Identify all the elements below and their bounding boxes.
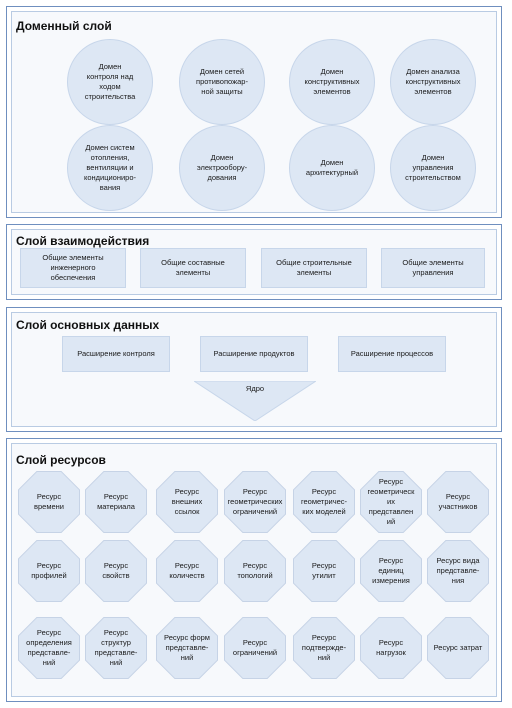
resource-label: Ресурс геометрическ их представлен ий [361,472,421,532]
resource-label: Ресурс геометрических ограничений [225,472,285,532]
resource-node: Ресурс определения представле- ний [18,617,80,679]
extension-node: Расширение продуктов [200,336,308,372]
core-kernel: Ядро [194,381,316,421]
resource-label: Ресурс профилей [19,541,79,601]
resource-node: Ресурс профилей [18,540,80,602]
resource-node: Ресурс структур представле- ний [85,617,147,679]
resource-node: Ресурс участников [427,471,489,533]
resource-node: Ресурс топологий [224,540,286,602]
resource-label: Ресурс затрат [428,618,488,678]
resource-layer: Слой ресурсов Ресурс времени Ресурс мате… [6,438,502,702]
domain-node: Домен сетей противопожар- ной защиты [179,39,265,125]
resource-label: Ресурс нагрузок [361,618,421,678]
domain-layer-title: Доменный слой [16,19,112,33]
resource-node: Ресурс геометричес- ких моделей [293,471,355,533]
resource-node: Ресурс утилит [293,540,355,602]
extension-node: Расширение процессов [338,336,446,372]
core-data-layer-title: Слой основных данных [16,318,160,332]
resource-label: Ресурс геометричес- ких моделей [294,472,354,532]
resource-node: Ресурс материала [85,471,147,533]
core-arrow-shape [194,381,316,421]
resource-label: Ресурс топологий [225,541,285,601]
resource-label: Ресурс утилит [294,541,354,601]
resource-layer-title: Слой ресурсов [16,453,106,467]
domain-node: Домен управления строительством [390,125,476,211]
interaction-layer: Слой взаимодействия Общие элементы инжен… [6,224,502,300]
resource-node: Ресурс геометрическ их представлен ий [360,471,422,533]
resource-label: Ресурс ограничений [225,618,285,678]
resource-label: Ресурс количеств [157,541,217,601]
interaction-node: Общие элементы управления [381,248,485,288]
resource-label: Ресурс участников [428,472,488,532]
interaction-node: Общие составные элементы [140,248,246,288]
resource-node: Ресурс подтвержде- ний [293,617,355,679]
extension-node: Расширение контроля [62,336,170,372]
resource-node: Ресурс нагрузок [360,617,422,679]
domain-node: Домен анализа конструктивных элементов [390,39,476,125]
resource-label: Ресурс внешних ссылок [157,472,217,532]
resource-node: Ресурс форм представле- ний [156,617,218,679]
domain-node: Домен контроля над ходом строительства [67,39,153,125]
domain-node: Домен архитектурный [289,125,375,211]
resource-label: Ресурс единиц измерения [361,541,421,601]
resource-label: Ресурс структур представле- ний [86,618,146,678]
resource-node: Ресурс ограничений [224,617,286,679]
resource-node: Ресурс единиц измерения [360,540,422,602]
resource-label: Ресурс подтвержде- ний [294,618,354,678]
resource-node: Ресурс затрат [427,617,489,679]
interaction-node: Общие элементы инженерного обеспечения [20,248,126,288]
resource-label: Ресурс материала [86,472,146,532]
domain-node: Домен конструктивных элементов [289,39,375,125]
resource-node: Ресурс времени [18,471,80,533]
core-label: Ядро [245,384,265,393]
resource-node: Ресурс геометрических ограничений [224,471,286,533]
resource-label: Ресурс форм представле- ний [157,618,217,678]
resource-node: Ресурс внешних ссылок [156,471,218,533]
resource-label: Ресурс определения представле- ний [19,618,79,678]
domain-node: Домен систем отопления, вентиляции и кон… [67,125,153,211]
domain-layer: Доменный слой Домен контроля над ходом с… [6,6,502,218]
domain-node: Домен электрообору- дования [179,125,265,211]
resource-node: Ресурс свойств [85,540,147,602]
resource-label: Ресурс свойств [86,541,146,601]
resource-node: Ресурс вида представле- ния [427,540,489,602]
resource-label: Ресурс времени [19,472,79,532]
interaction-layer-title: Слой взаимодействия [16,234,150,248]
resource-node: Ресурс количеств [156,540,218,602]
interaction-node: Общие строительные элементы [261,248,367,288]
resource-label: Ресурс вида представле- ния [428,541,488,601]
